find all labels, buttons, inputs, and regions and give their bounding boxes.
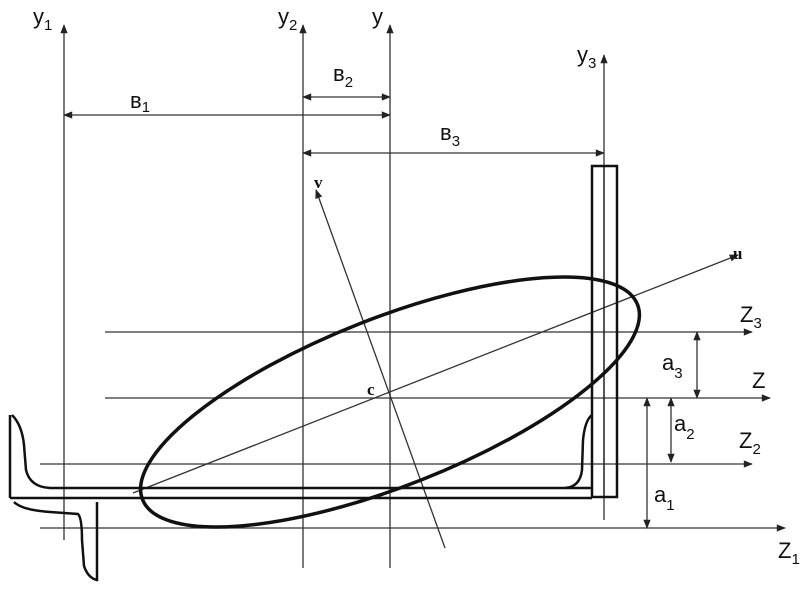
label-z: Z xyxy=(752,368,765,393)
label-v: v xyxy=(314,173,323,192)
label-z1: Z1 xyxy=(778,538,800,568)
label-c: c xyxy=(367,380,375,399)
inertia-ellipse xyxy=(138,275,642,529)
label-a1: a1 xyxy=(654,482,675,514)
label-b3: в3 xyxy=(440,120,460,150)
label-y3: y3 xyxy=(577,42,596,72)
label-a3: a3 xyxy=(662,350,683,382)
label-u: u xyxy=(733,244,742,263)
plate-angle-fillet xyxy=(564,413,593,490)
label-z3: Z3 xyxy=(740,302,762,332)
label-y: y xyxy=(372,4,383,29)
label-b2: в2 xyxy=(333,61,353,91)
label-y2: y2 xyxy=(278,4,297,34)
horizontal-angle xyxy=(8,414,592,500)
label-a2: a2 xyxy=(674,411,695,443)
axis-u xyxy=(132,254,739,494)
left-angle-leg xyxy=(13,501,99,582)
label-b1: в1 xyxy=(130,88,150,116)
label-z2: Z2 xyxy=(739,428,761,458)
label-y1: y1 xyxy=(33,4,52,34)
